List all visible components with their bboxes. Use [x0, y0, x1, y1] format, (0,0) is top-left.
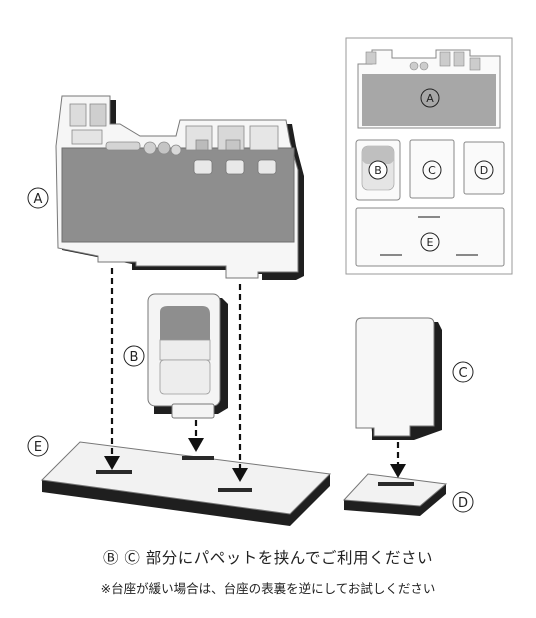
part-c-piece: [355, 317, 442, 440]
arrow-head-icon: [390, 464, 406, 478]
label-e: E: [34, 440, 42, 455]
thumb-label-d: D: [480, 164, 488, 177]
thumb-label-b: B: [374, 164, 382, 177]
arrow-head-icon: [104, 456, 120, 470]
part-d-base: [342, 473, 448, 516]
usage-note: ※台座が緩い場合は、台座の表裏を逆にしてお試しください: [100, 581, 436, 596]
assembly-arrows: [110, 268, 400, 470]
arrow-head-icon: [232, 468, 248, 482]
label-a: A: [34, 192, 43, 207]
label-c: C: [458, 366, 467, 381]
arrow-head-icon: [188, 438, 204, 452]
thumb-label-e: E: [427, 236, 434, 249]
part-e-base: [40, 441, 332, 526]
parts-layout-thumbnail: A B C D E: [345, 37, 513, 275]
thumb-label-a: A: [426, 92, 434, 105]
usage-instruction: Ⓑ Ⓒ 部分にパペットを挟んでご利用ください: [102, 549, 434, 567]
part-a-panel: [55, 95, 304, 280]
thumb-label-c: C: [428, 164, 436, 177]
label-d: D: [458, 496, 468, 511]
part-b-piece: [147, 293, 228, 419]
label-b: B: [130, 350, 139, 365]
